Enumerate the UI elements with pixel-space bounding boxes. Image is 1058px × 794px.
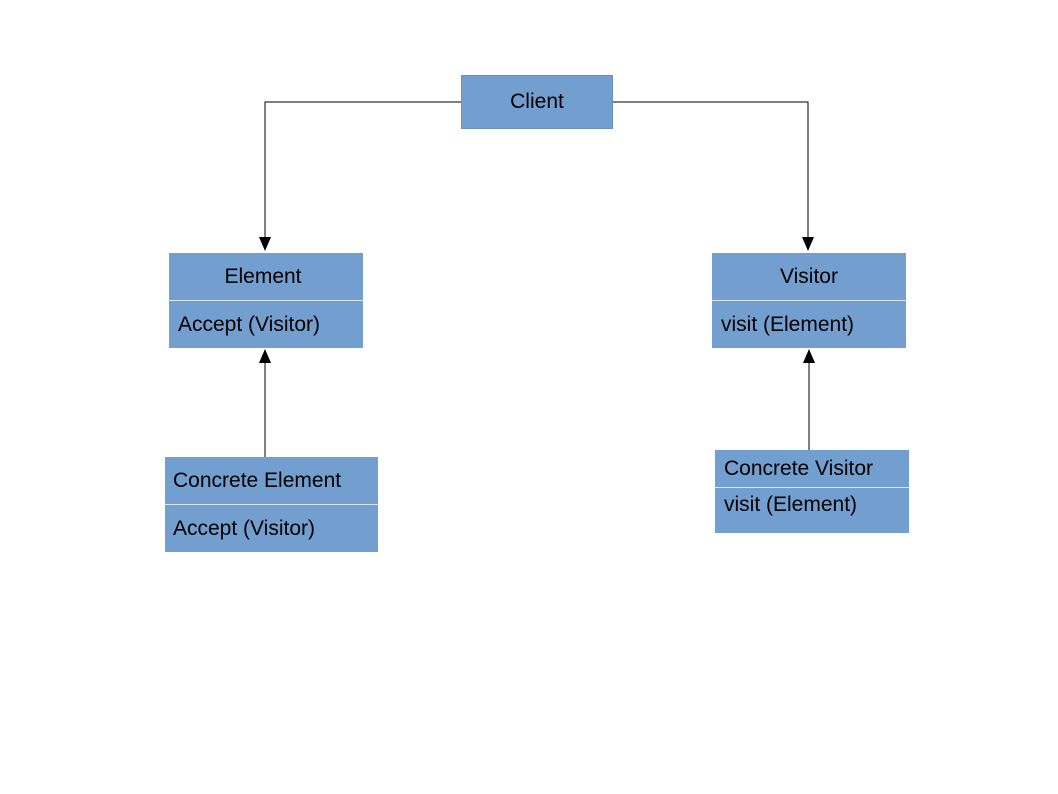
visitor-divider: [712, 300, 906, 301]
element-class-box: Element Accept (Visitor): [169, 253, 363, 348]
concrete-element-class-box: Concrete Element Accept (Visitor): [165, 457, 378, 552]
client-to-visitor-arrowhead: [802, 237, 814, 251]
element-title: Element: [224, 264, 302, 288]
client-title: Client: [510, 90, 564, 113]
visitor-class-box: Visitor visit (Element): [712, 253, 906, 348]
visitor-method: visit (Element): [721, 312, 855, 336]
client-box: Client: [461, 75, 613, 129]
concrete-visitor-method: visit (Element): [724, 493, 858, 516]
concrete-element-title: Concrete Element: [173, 468, 342, 492]
concrete-visitor-divider: [715, 487, 909, 488]
concrete-visitor-to-visitor-arrowhead: [803, 349, 815, 363]
visitor-title: Visitor: [780, 264, 838, 288]
element-divider: [169, 300, 363, 301]
client-to-element-arrowhead: [259, 237, 271, 251]
client-to-element-line: [264, 101, 461, 238]
concrete-element-to-element-arrowhead: [259, 349, 271, 363]
concrete-element-divider: [165, 504, 378, 505]
concrete-visitor-class-box: Concrete Visitor visit (Element): [715, 450, 909, 533]
client-to-visitor-line: [613, 101, 809, 238]
element-method: Accept (Visitor): [178, 312, 320, 336]
concrete-element-method: Accept (Visitor): [173, 516, 315, 540]
concrete-visitor-title: Concrete Visitor: [724, 456, 874, 480]
